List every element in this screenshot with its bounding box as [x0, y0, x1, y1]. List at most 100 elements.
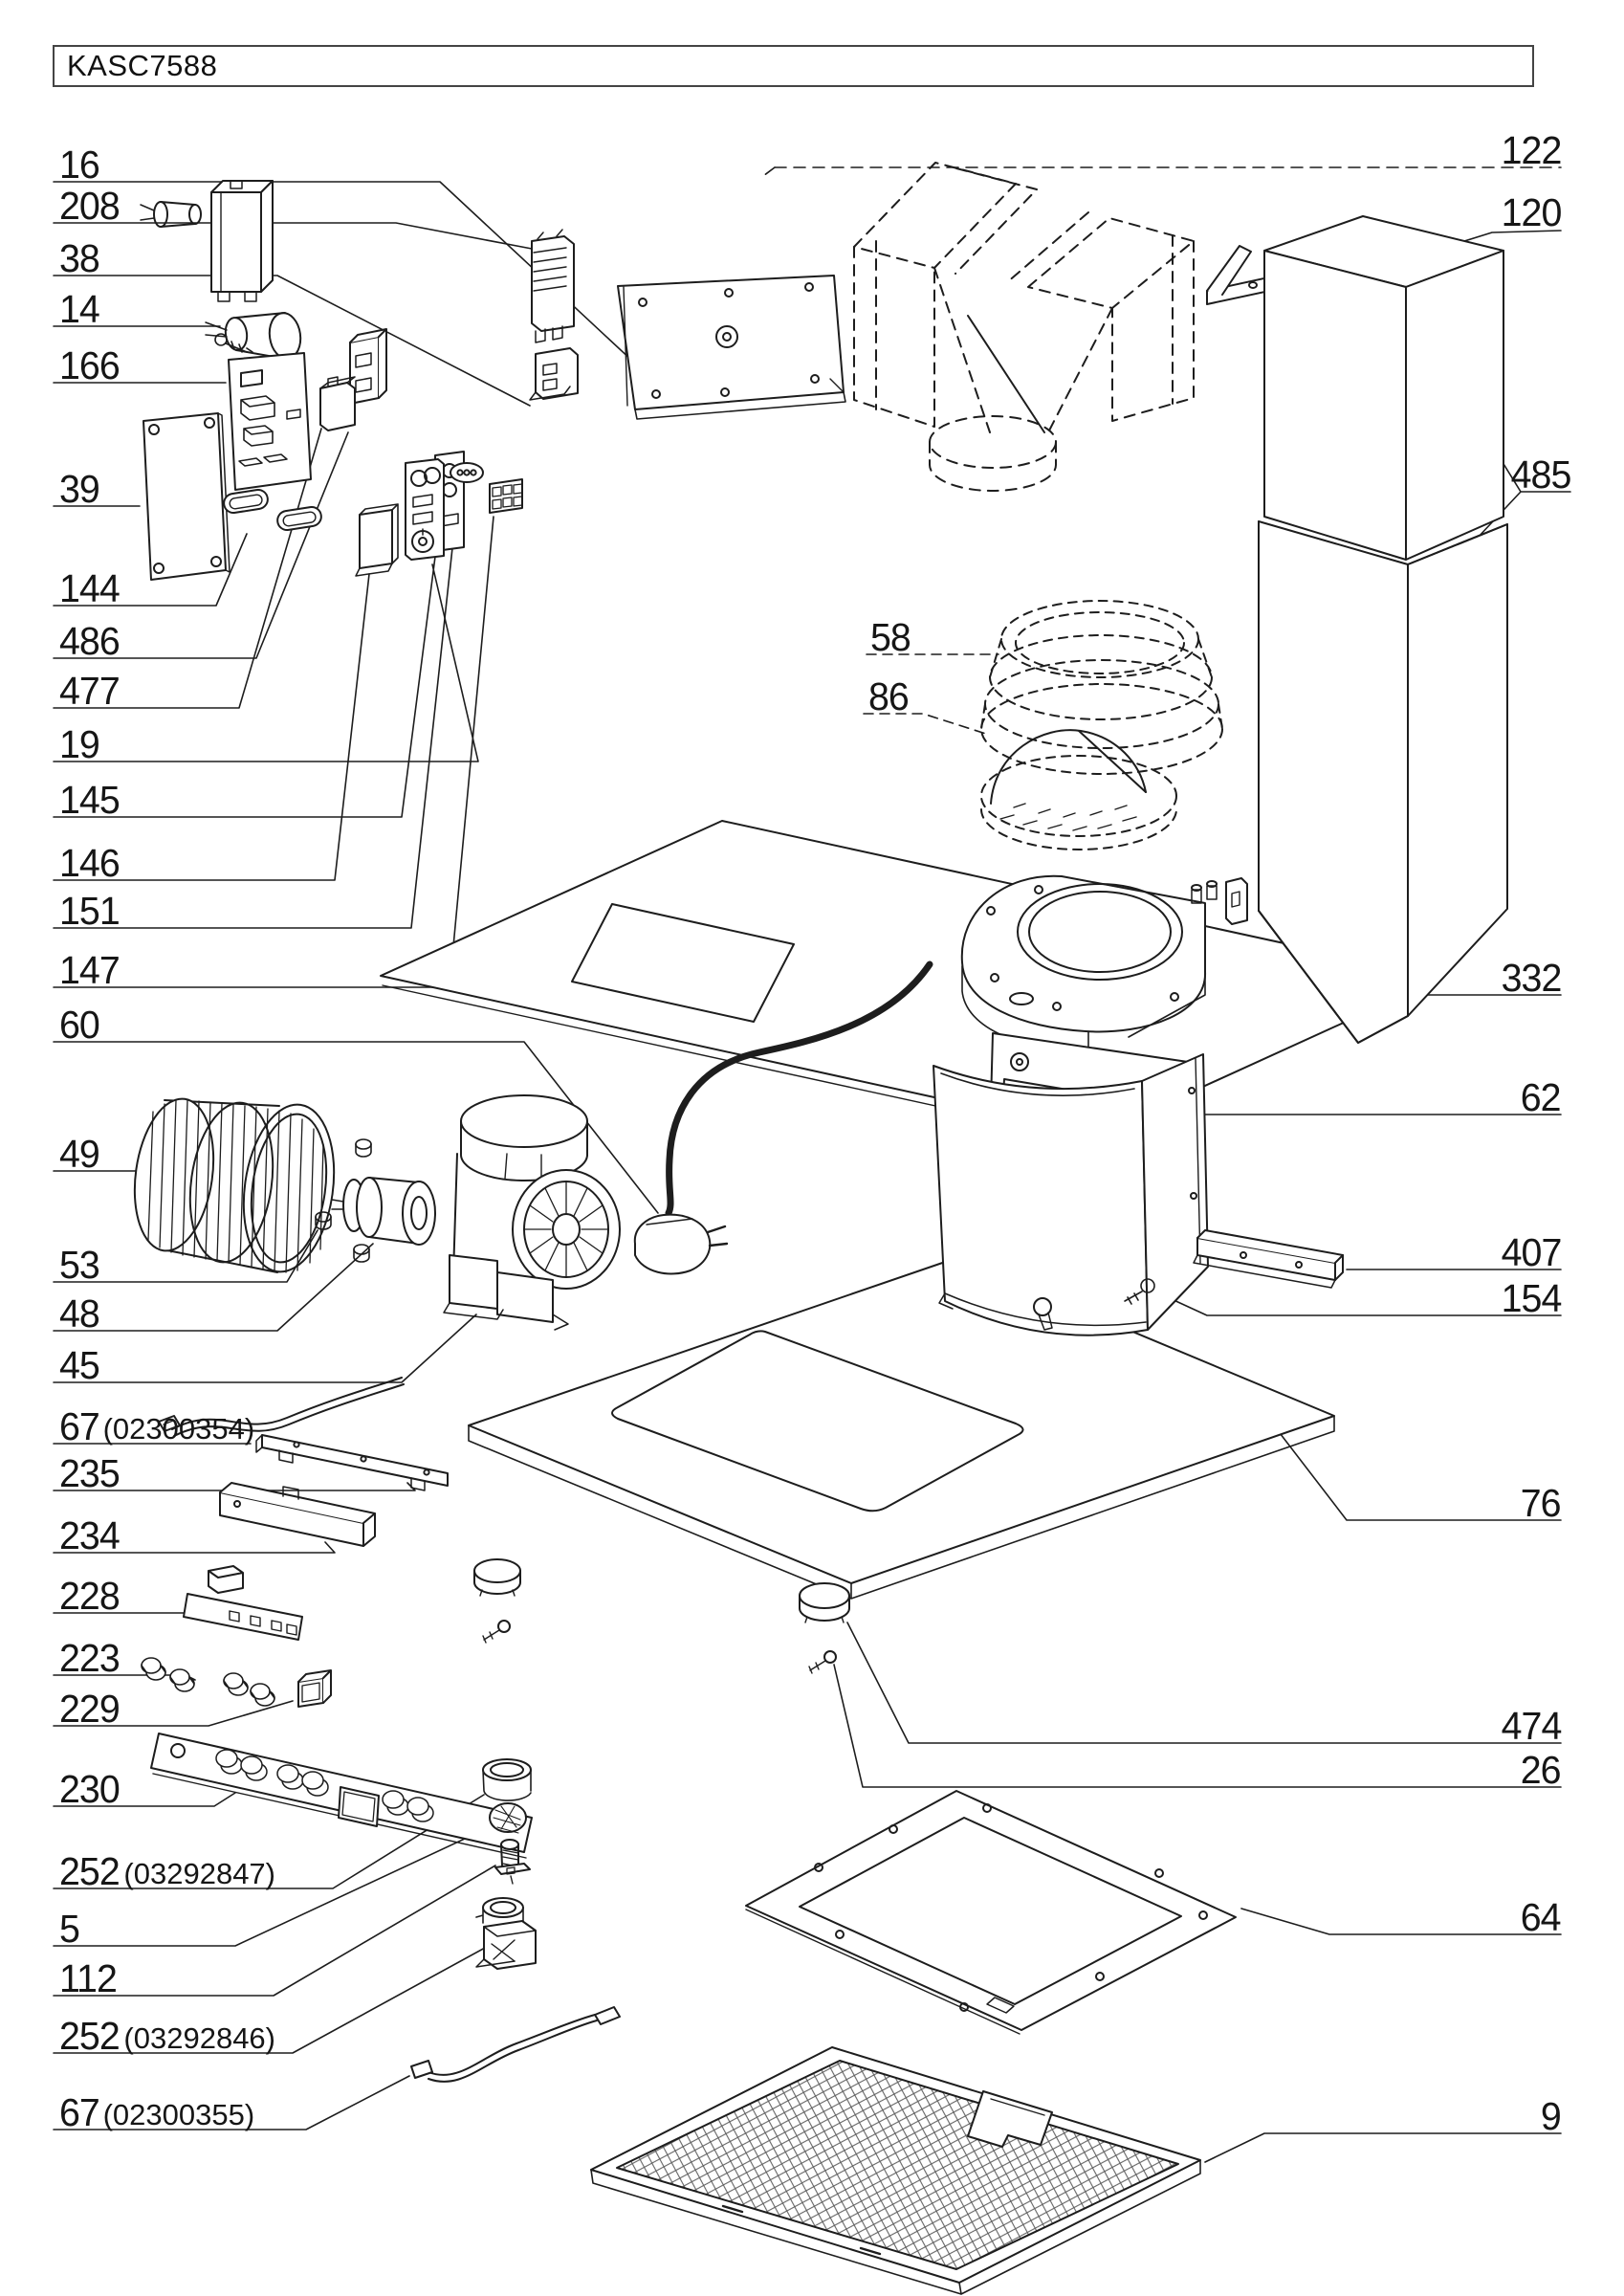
- part-label-53: 53: [59, 1238, 101, 1284]
- part-label-151: 151: [59, 884, 121, 930]
- part-label-62: 62: [1519, 1071, 1562, 1119]
- part-number: 228: [59, 1573, 121, 1618]
- part-label-26: 26: [1519, 1743, 1562, 1789]
- title-box: KASC7588: [53, 45, 1534, 87]
- part-number: 252: [59, 1848, 121, 1893]
- part-number: 486: [59, 618, 121, 663]
- part-number: 146: [59, 840, 121, 885]
- filter-frame-drawing: [745, 1790, 1237, 2035]
- part-label-19: 19: [59, 718, 101, 763]
- part-number: 252: [59, 2013, 121, 2058]
- part-label-154: 154: [1499, 1271, 1562, 1320]
- duct-deflector-edge: [967, 315, 1045, 433]
- screw-486-drawing: [214, 333, 253, 353]
- part-label-166: 166: [59, 339, 121, 387]
- part-label-67(02300354): 67(02300354): [59, 1400, 255, 1446]
- page-title: KASC7588: [67, 49, 218, 82]
- part-number: 147: [59, 947, 121, 992]
- part-label-234: 234: [59, 1509, 121, 1557]
- part-number: 49: [59, 1131, 100, 1176]
- part-label-252(03292846): 252(03292846): [59, 2009, 275, 2058]
- part-number: 5: [59, 1906, 80, 1951]
- part-label-407: 407: [1499, 1225, 1562, 1274]
- part-number: 144: [59, 565, 121, 610]
- part-label-86: 86: [868, 670, 911, 718]
- part-code: (02300355): [102, 2098, 255, 2131]
- part-number: 45: [59, 1342, 100, 1387]
- button-set-drawing: [141, 1657, 275, 1707]
- pcb-cover-drawing: [143, 412, 230, 581]
- part-code: (02300354): [102, 1412, 255, 1446]
- part-label-76: 76: [1519, 1476, 1562, 1522]
- part-label-58: 58: [870, 610, 912, 659]
- part-number: 120: [1501, 189, 1562, 234]
- part-label-147: 147: [59, 943, 121, 992]
- part-label-5: 5: [59, 1902, 80, 1951]
- part-label-120: 120: [1499, 186, 1562, 234]
- grommet-pair-drawing: [223, 488, 322, 532]
- part-label-208: 208: [59, 179, 121, 225]
- motor-volute-drawing: [443, 1094, 621, 1331]
- part-number: 14: [59, 286, 100, 331]
- small-bracket-b-drawing: [319, 376, 356, 431]
- part-label-9: 9: [1540, 2089, 1562, 2135]
- part-number: 58: [870, 614, 911, 659]
- switch-pcb-drawing: [183, 1565, 303, 1641]
- power-cord-drawing: [633, 960, 933, 1275]
- chimney-drawing: [1258, 215, 1508, 1044]
- part-label-252(03292847): 252(03292847): [59, 1844, 275, 1893]
- part-label-14: 14: [59, 282, 101, 331]
- lamp-trim-left-drawing: [473, 1558, 521, 1644]
- part-number: 229: [59, 1686, 121, 1731]
- blower-wheel-drawing: [133, 1097, 336, 1273]
- part-label-235: 235: [59, 1446, 121, 1495]
- part-number: 234: [59, 1512, 121, 1557]
- part-number: 62: [1521, 1074, 1562, 1119]
- part-label-16: 16: [59, 138, 101, 184]
- part-number: 39: [59, 466, 100, 511]
- part-label-67(02300355): 67(02300355): [59, 2086, 255, 2131]
- part-label-474: 474: [1499, 1699, 1562, 1745]
- part-number: 332: [1501, 955, 1562, 1000]
- part-number: 64: [1521, 1894, 1562, 1939]
- lamp-trim-right-drawing: [799, 1582, 850, 1674]
- part-number: 154: [1501, 1275, 1562, 1320]
- fasteners-53-drawing: [315, 1138, 372, 1263]
- part-label-230: 230: [59, 1762, 121, 1811]
- part-label-486: 486: [59, 614, 121, 663]
- part-label-39: 39: [59, 462, 101, 511]
- duct-deflector-drawing: [853, 162, 1195, 492]
- motor-top-plate-drawing: [960, 874, 1248, 1053]
- part-number: 235: [59, 1450, 121, 1495]
- transformer-bracket-drawing: [529, 347, 579, 401]
- part-number: 407: [1501, 1229, 1562, 1274]
- switch-block-drawing: [297, 1669, 332, 1708]
- wire-harness-upper-drawing: [158, 1377, 405, 1437]
- part-label-49: 49: [59, 1127, 101, 1176]
- duct-reducer-drawing: [980, 600, 1223, 775]
- part-label-477: 477: [59, 664, 121, 710]
- control-panel-drawing: [150, 1733, 533, 1859]
- part-label-60: 60: [59, 998, 101, 1044]
- capacitor-drawing: [205, 312, 302, 360]
- part-number: 166: [59, 342, 121, 387]
- part-label-145: 145: [59, 773, 121, 822]
- part-number: 230: [59, 1766, 121, 1811]
- part-number: 86: [868, 673, 910, 718]
- part-label-229: 229: [59, 1682, 121, 1731]
- part-label-228: 228: [59, 1569, 121, 1618]
- part-number: 48: [59, 1291, 100, 1336]
- part-label-485: 485: [1508, 448, 1571, 494]
- part-label-112: 112: [59, 1952, 119, 2000]
- support-rail-drawing: [255, 1434, 449, 1491]
- part-number: 223: [59, 1635, 121, 1680]
- psu-box-drawing: [210, 180, 274, 302]
- capacitor-small-drawing: [140, 201, 202, 228]
- channel-bracket-drawing: [219, 1482, 376, 1547]
- transformer-drawing: [531, 229, 575, 343]
- part-label-144: 144: [59, 562, 121, 610]
- part-number: 145: [59, 777, 121, 822]
- part-number: 112: [59, 1955, 118, 2000]
